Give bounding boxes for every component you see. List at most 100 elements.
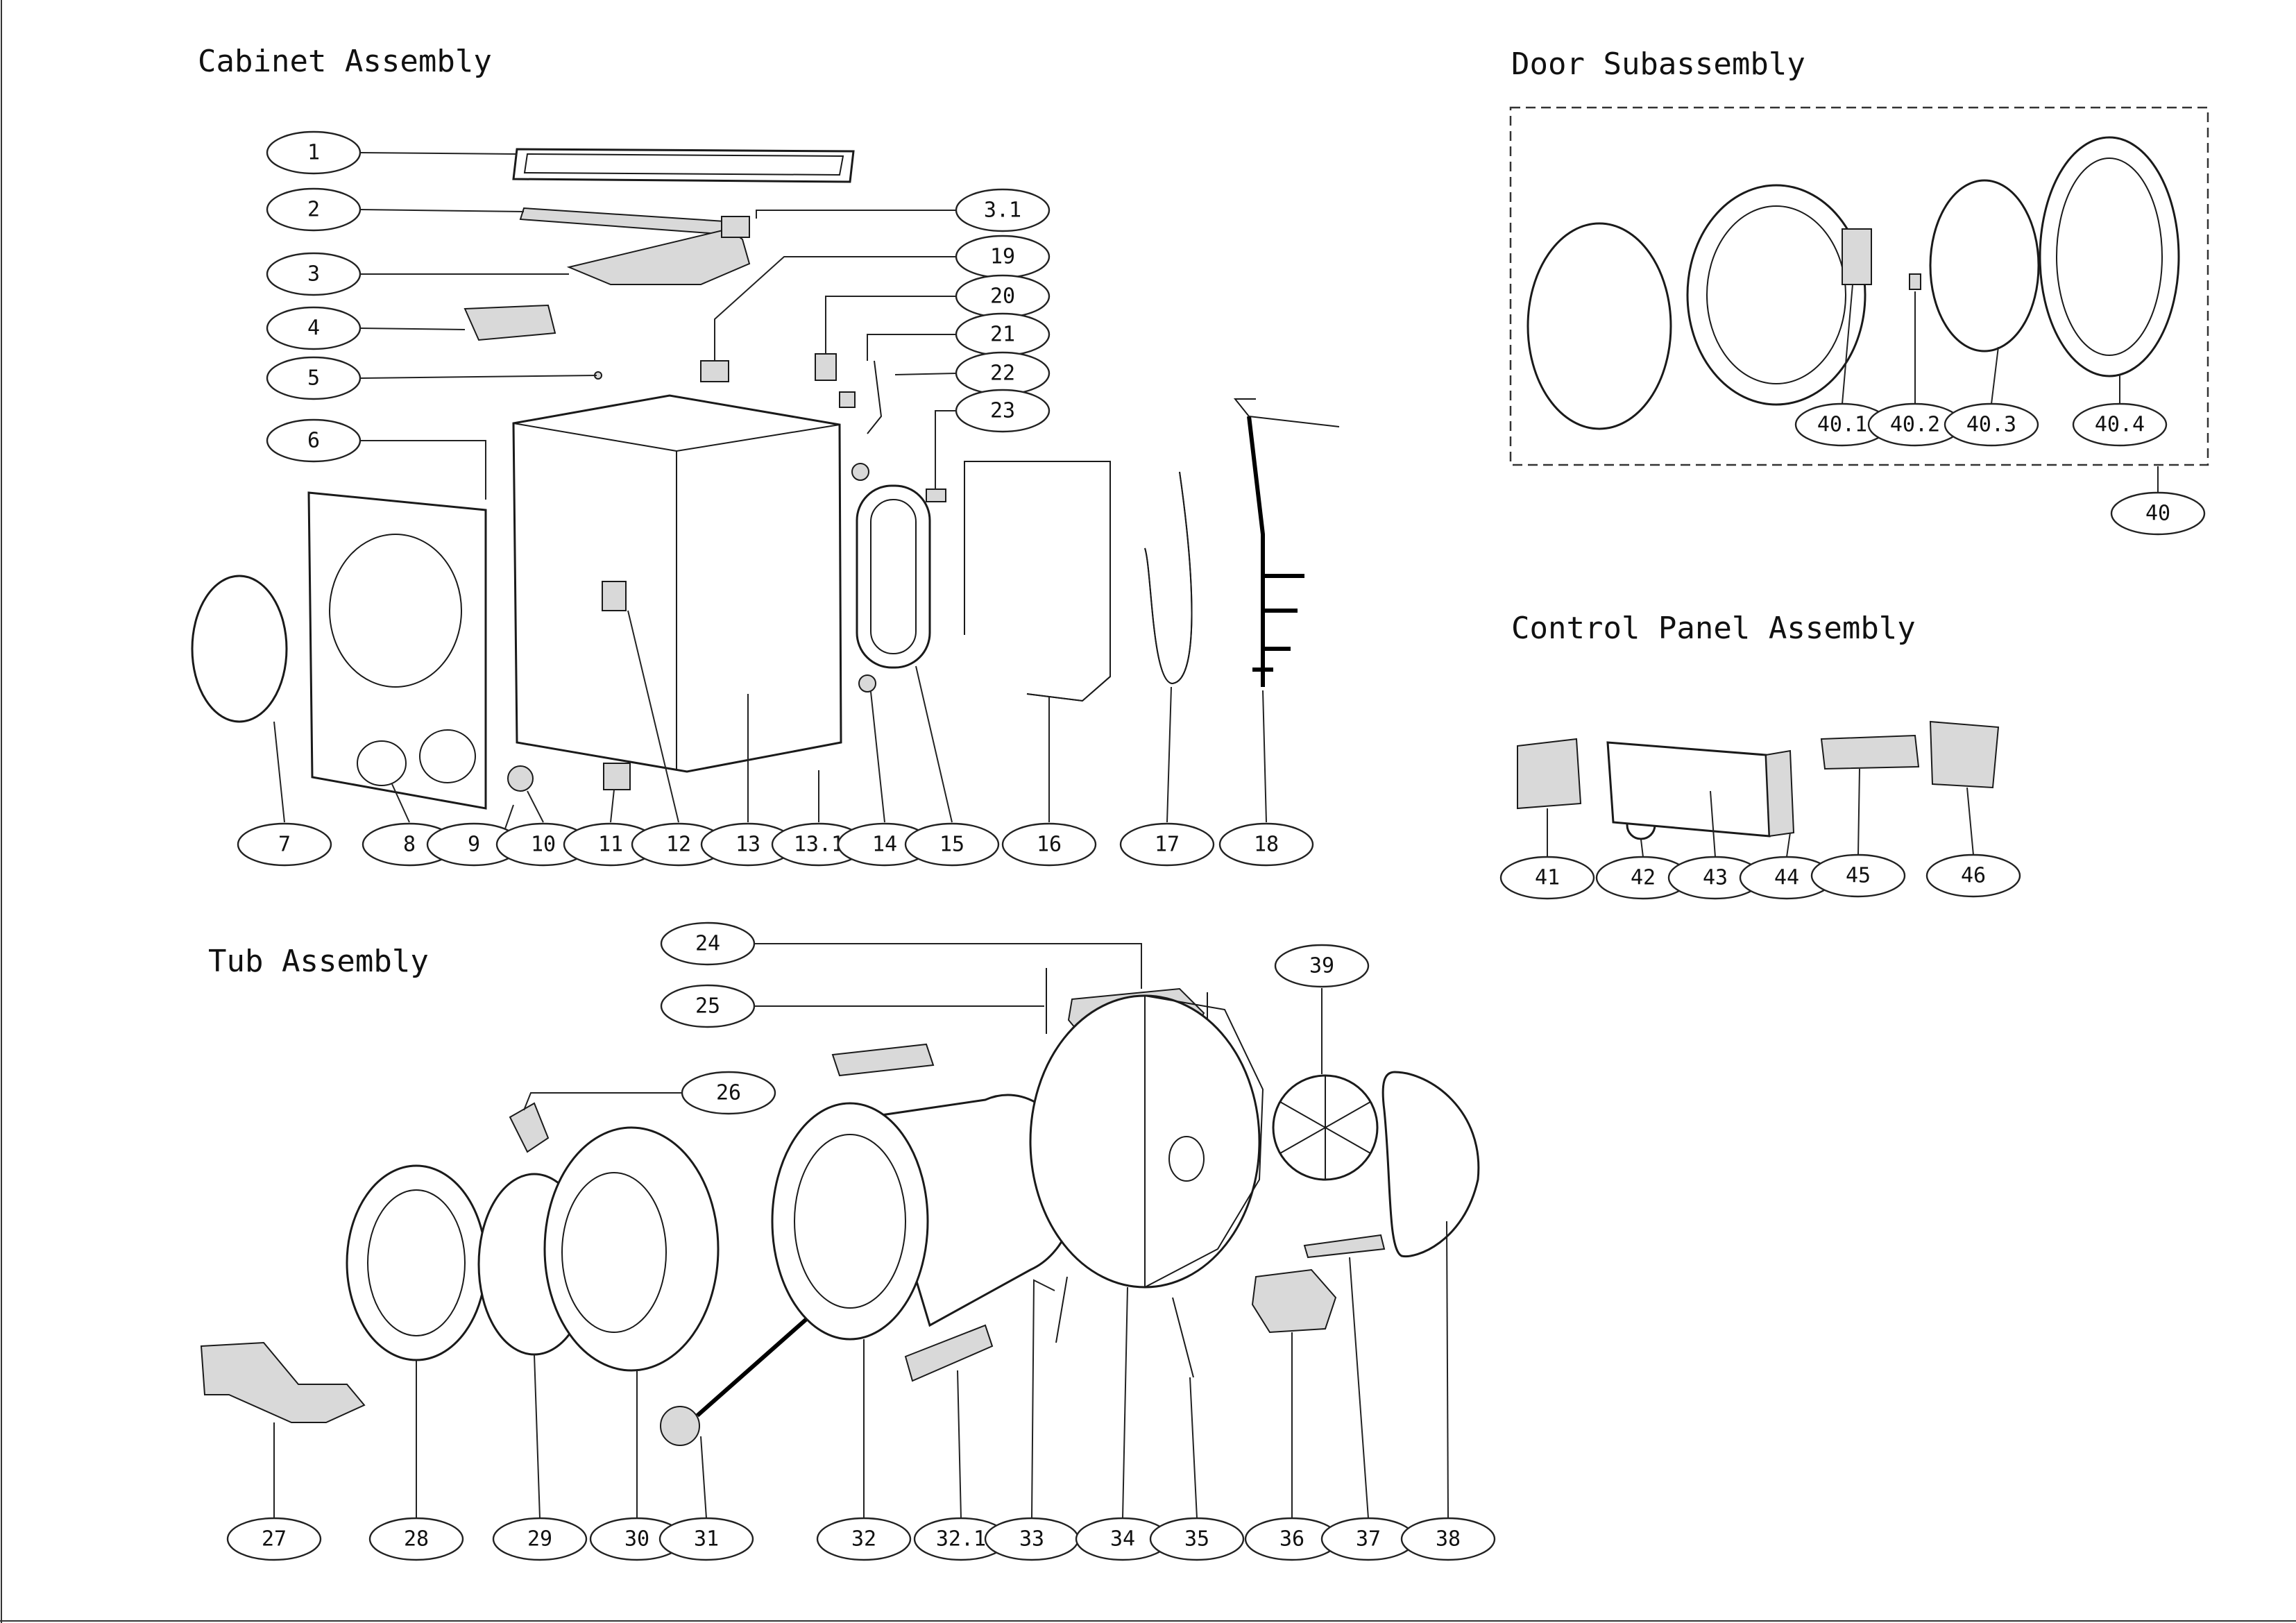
leader-line-c37: [1349, 1257, 1369, 1519]
callout-label: 28: [404, 1527, 429, 1552]
callout-c13_1: 13.1: [771, 822, 867, 867]
callout-c22: 22: [955, 351, 1051, 396]
bearing-hub: [1168, 1136, 1205, 1182]
leader-line-c34: [1122, 1286, 1128, 1519]
callout-bubble: [2072, 402, 2168, 447]
leader-line-c42: [1640, 839, 1644, 858]
leader-line-c44: [1786, 832, 1791, 858]
door-subassembly-title: Door Subassembly: [1511, 46, 1805, 82]
callout-bubble: [226, 1517, 322, 1561]
filter-cap: [357, 740, 407, 786]
cabinet-assembly-title: Cabinet Assembly: [198, 44, 492, 79]
leader-line-c8: [391, 783, 410, 823]
callout-label: 41: [1535, 866, 1560, 890]
callout-bubble: [1119, 822, 1215, 867]
callout-label: 40.1: [1817, 413, 1867, 437]
cabinet-top-edge-left: [513, 423, 677, 452]
callout-label: 7: [278, 833, 291, 857]
callout-label: 38: [1436, 1527, 1461, 1552]
tub-door-frame-inner: [367, 1189, 466, 1336]
callout-label: 4: [307, 316, 320, 341]
callout-label: 43: [1703, 866, 1728, 890]
callout-c26: 26: [681, 1071, 776, 1115]
callout-label: 2: [307, 198, 320, 222]
callout-c36: 36: [1244, 1517, 1340, 1561]
callout-label: 3: [307, 262, 320, 287]
tub-parts: [200, 968, 1480, 1446]
callout-label: 9: [468, 833, 480, 857]
callout-label: 45: [1846, 864, 1871, 888]
callout-label: 31: [694, 1527, 719, 1552]
leader-line-c23: [935, 410, 956, 489]
callout-bubble: [1400, 1517, 1496, 1561]
cabinet-top-edge: [676, 424, 840, 452]
callout-c23: 23: [955, 389, 1051, 433]
callout-c43: 43: [1667, 856, 1763, 900]
grommet: [858, 674, 876, 692]
callout-label: 29: [527, 1527, 552, 1552]
leader-line-c26: [523, 1092, 681, 1111]
door-outer-frame: [2039, 136, 2180, 377]
callout-c11: 11: [563, 822, 658, 867]
callout-c24: 24: [660, 921, 756, 966]
callout-label: 15: [939, 833, 964, 857]
callout-bubble: [955, 389, 1051, 433]
callout-c40_3: 40.3: [1944, 402, 2039, 447]
door-subassembly-frame: [1509, 106, 2209, 466]
leader-line-c4: [360, 328, 466, 330]
tub-assembly-title: Tub Assembly: [208, 944, 429, 979]
callout-c20: 20: [955, 274, 1051, 318]
callout-label: 40: [2145, 502, 2170, 526]
callout-label: 18: [1254, 833, 1279, 857]
front-tub-opening: [561, 1172, 667, 1333]
callout-label: 12: [666, 833, 691, 857]
leader-line-c15: [915, 665, 953, 823]
callout-label: 14: [872, 833, 897, 857]
inlet-hose-body: [1144, 471, 1193, 685]
callout-c37: 37: [1320, 1517, 1416, 1561]
leader-line-c7: [273, 721, 285, 823]
callout-label: 44: [1774, 866, 1799, 890]
door-parts: [1527, 136, 2180, 430]
door-hinge: [1842, 228, 1872, 285]
callout-c27: 27: [226, 1517, 322, 1561]
drum-front: [771, 1102, 929, 1341]
callout-label: 23: [990, 399, 1015, 423]
drawer-handle: [1517, 738, 1582, 810]
callout-c32: 32: [816, 1517, 912, 1561]
callout-bubble: [266, 130, 362, 175]
tub-heater: [1303, 1234, 1386, 1259]
leader-line-c1: [360, 152, 518, 155]
drain-hose: [964, 461, 1111, 702]
leader-line-c24: [755, 943, 1142, 989]
callout-label: 36: [1279, 1527, 1304, 1552]
callout-bubble: [1218, 822, 1314, 867]
callout-c45: 45: [1810, 853, 1906, 898]
callout-c29: 29: [492, 1517, 588, 1561]
door-ring-inner: [1706, 205, 1846, 384]
leader-line-c38: [1446, 1221, 1449, 1519]
callout-label: 42: [1631, 866, 1656, 890]
top-rail: [519, 207, 737, 236]
callout-c40: 40: [2110, 491, 2206, 536]
wire-harness: [1247, 416, 1265, 687]
callout-label: 26: [716, 1081, 741, 1105]
shock-absorber-right: [1172, 1297, 1194, 1378]
callout-c3: 3: [266, 252, 362, 296]
callout-c46: 46: [1925, 853, 2021, 898]
leader-line-c29: [534, 1354, 541, 1519]
callout-c33: 33: [984, 1517, 1080, 1561]
leader-line-c14: [870, 691, 885, 823]
callout-bubble: [266, 187, 362, 232]
callout-c35: 35: [1149, 1517, 1245, 1561]
callout-bubble: [955, 188, 1051, 232]
leader-line-c10: [527, 790, 544, 823]
control-panel-end: [1764, 749, 1795, 838]
callout-label: 46: [1961, 864, 1986, 888]
leader-line-c2: [360, 209, 525, 212]
leader-line-c31: [700, 1436, 707, 1519]
callout-label: 22: [990, 362, 1015, 386]
callout-label: 37: [1356, 1527, 1381, 1552]
callout-bubble: [1274, 944, 1370, 988]
